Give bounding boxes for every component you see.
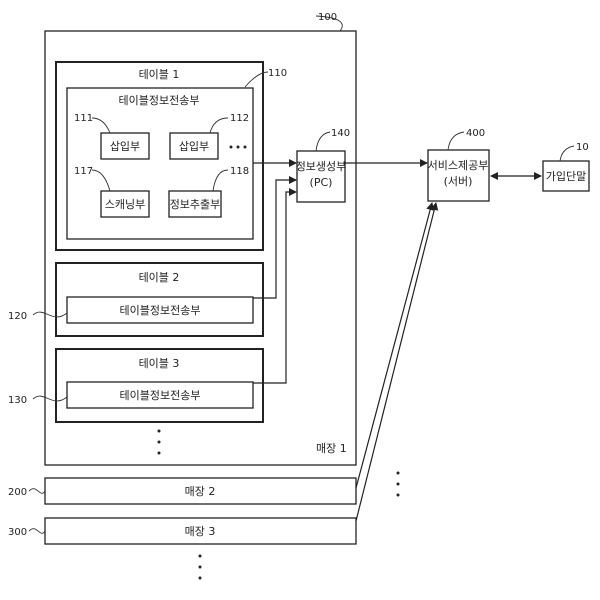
ellipsis-dot — [199, 566, 202, 569]
insert-unit-b-label: 삽입부 — [179, 140, 209, 153]
info-gen-ref: 140 — [331, 128, 350, 139]
ellipsis-dot — [158, 452, 161, 455]
service-line2: (서버) — [444, 175, 473, 188]
scanner-unit-label: 스캐닝부 — [105, 198, 145, 211]
scanner-unit-ref: 117 — [74, 166, 93, 177]
terminal-ref: 10 — [576, 142, 589, 153]
table-1-sender-box — [67, 88, 253, 239]
store-3-label: 매장 3 — [185, 525, 216, 538]
ellipsis-dot — [397, 483, 400, 486]
ellipsis-dot — [199, 577, 202, 580]
store-1-label: 매장 1 — [316, 442, 347, 455]
info-gen-line1: 정보생성부 — [296, 160, 347, 173]
ellipsis-dot — [237, 146, 240, 149]
service-ref-leader — [448, 132, 464, 150]
ellipsis-dot — [199, 555, 202, 558]
ellipsis-dot — [158, 441, 161, 444]
insert-unit-a-ref: 111 — [74, 113, 93, 124]
extractor-unit-ref: 118 — [230, 166, 249, 177]
store-3-to-service-arrow — [356, 203, 436, 521]
store-1-ref: 100 — [318, 12, 337, 23]
store-2-label: 매장 2 — [185, 485, 216, 498]
terminal-ref-leader — [560, 146, 574, 161]
store-2-to-service-arrow — [356, 203, 432, 488]
table-3-ref: 130 — [8, 395, 27, 406]
store-2-ref: 200 — [8, 487, 27, 498]
table-1-sender-title: 테이블정보전송부 — [119, 94, 200, 107]
ellipsis-dot — [230, 146, 233, 149]
table-1-title: 테이블 1 — [139, 68, 180, 81]
info-gen-line2: (PC) — [310, 176, 333, 189]
table-1-ref: 110 — [268, 68, 287, 79]
insert-unit-b-ref: 112 — [230, 113, 249, 124]
ellipsis-dot — [397, 494, 400, 497]
store-2-ref-leader — [29, 489, 45, 494]
extractor-unit-label: 정보추출부 — [170, 198, 221, 211]
table-2-ref: 120 — [8, 311, 27, 322]
store-3-ref-leader — [29, 529, 45, 534]
ellipsis-dot — [158, 430, 161, 433]
table-3-sender-label: 테이블정보전송부 — [120, 389, 201, 402]
terminal-label: 가입단말 — [546, 170, 586, 183]
service-ref: 400 — [466, 128, 485, 139]
insert-unit-a-label: 삽입부 — [110, 140, 140, 153]
store-3-ref: 300 — [8, 527, 27, 538]
table-2-sender-label: 테이블정보전송부 — [120, 304, 201, 317]
table-2-title: 테이블 2 — [139, 271, 180, 284]
service-line1: 서비스제공부 — [428, 159, 489, 172]
ellipsis-dot — [244, 146, 247, 149]
table-3-title: 테이블 3 — [139, 357, 180, 370]
ellipsis-dot — [397, 472, 400, 475]
